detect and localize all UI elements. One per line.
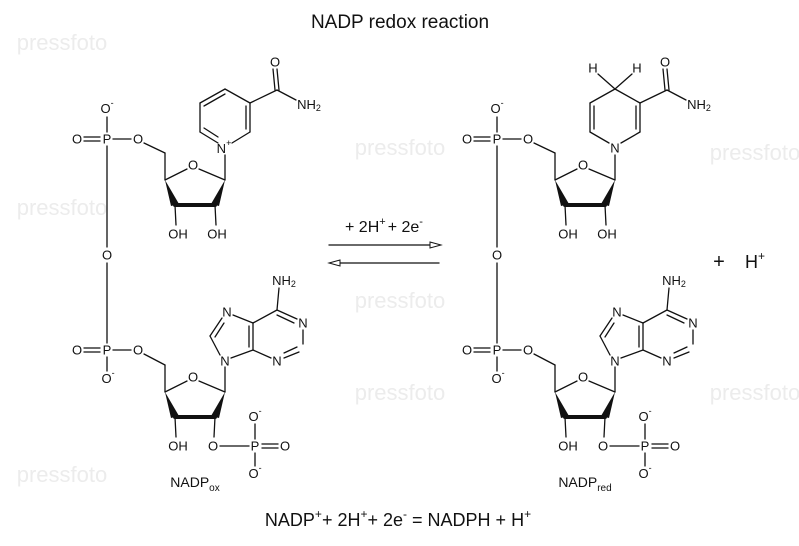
atom-n: N: [220, 354, 229, 369]
atom-n: N: [612, 305, 621, 320]
watermark-text: pressfoto: [710, 140, 799, 165]
watermark-layer: pressfoto pressfoto pressfoto pressfoto pres…: [17, 30, 799, 487]
atom-o: O: [660, 55, 670, 70]
watermark-text: pressfoto: [17, 195, 108, 220]
proton-product: H+: [745, 249, 765, 272]
nadp-oxidized-structure: O- P O O O OH OH O P O: [72, 55, 321, 495]
atom-p: P: [493, 343, 502, 358]
atom-p: P: [103, 132, 112, 147]
atom-oh: OH: [558, 227, 578, 242]
atom-o: O: [72, 132, 82, 147]
nicotinamide-dihydropyridine-ring: N H H O NH2: [588, 55, 711, 156]
atom-p: P: [103, 343, 112, 358]
atom-o: O: [578, 158, 588, 173]
atom-o-minus: O-: [490, 98, 503, 116]
atom-o: O: [188, 370, 198, 385]
ribose-phosphate-adenine-backbone: O- P O O O OH OH O P O: [462, 98, 698, 481]
atom-n: N: [222, 305, 231, 320]
atom-h: H: [632, 61, 641, 76]
label-nadp-ox: NADPox: [170, 474, 219, 494]
atom-o: O: [72, 343, 82, 358]
nadp-reduced-structure: O- P O O O OH OH O P O: [462, 55, 711, 495]
atom-nh2: NH2: [297, 97, 321, 114]
atom-o-bridge: O: [492, 248, 502, 263]
atom-n: N: [688, 316, 697, 331]
atom-p: P: [251, 439, 260, 454]
atom-o: O: [462, 343, 472, 358]
watermark-text: pressfoto: [355, 380, 446, 405]
atom-o-minus: O-: [100, 98, 113, 116]
atom-o: O: [598, 439, 608, 454]
atom-o: O: [188, 158, 198, 173]
atom-oh: OH: [558, 439, 578, 454]
atom-oh: OH: [207, 227, 227, 242]
atom-o-minus: O-: [101, 368, 114, 386]
watermark-text: pressfoto: [17, 30, 108, 55]
atom-o-minus: O-: [638, 406, 651, 424]
atom-o: O: [133, 343, 143, 358]
label-nadp-red: NADPred: [558, 474, 611, 494]
atom-o-minus: O-: [248, 463, 261, 481]
atom-o-minus: O-: [491, 368, 504, 386]
atom-o: O: [523, 132, 533, 147]
atom-n: N: [610, 141, 619, 156]
atom-o: O: [670, 439, 680, 454]
atom-n: N: [610, 354, 619, 369]
overall-equation: NADP++ 2H++ 2e- = NADPH + H+: [265, 507, 531, 530]
atom-oh: OH: [597, 227, 617, 242]
atom-n-plus: N+: [217, 138, 232, 156]
ribose-phosphate-adenine-backbone: O- P O O O OH OH O P O: [72, 98, 308, 481]
atom-o: O: [462, 132, 472, 147]
watermark-text: pressfoto: [355, 288, 446, 313]
reverse-arrow: [327, 259, 440, 267]
atom-o: O: [578, 370, 588, 385]
reagents-label: + 2H++ 2e-: [345, 216, 423, 236]
atom-p: P: [493, 132, 502, 147]
atom-n: N: [272, 354, 281, 369]
atom-o-minus: O-: [638, 463, 651, 481]
atom-o: O: [523, 343, 533, 358]
watermark-text: pressfoto: [355, 135, 446, 160]
atom-o: O: [208, 439, 218, 454]
watermark-text: pressfoto: [17, 462, 108, 487]
atom-oh: OH: [168, 227, 188, 242]
atom-nh2: NH2: [687, 97, 711, 114]
atom-o-minus: O-: [248, 406, 261, 424]
forward-arrow: [328, 241, 443, 249]
atom-oh: OH: [168, 439, 188, 454]
atom-o: O: [133, 132, 143, 147]
atom-nh2: NH2: [272, 273, 296, 290]
atom-n: N: [298, 316, 307, 331]
nicotinamide-pyridinium-ring: N+ O NH2: [199, 55, 321, 156]
diagram-title: NADP redox reaction: [311, 12, 489, 33]
plus-sign: +: [713, 251, 725, 273]
atom-o-bridge: O: [102, 248, 112, 263]
atom-h: H: [588, 61, 597, 76]
atom-o: O: [270, 55, 280, 70]
atom-o: O: [280, 439, 290, 454]
atom-nh2: NH2: [662, 273, 686, 290]
watermark-text: pressfoto: [710, 380, 799, 405]
atom-p: P: [641, 439, 650, 454]
atom-n: N: [662, 354, 671, 369]
